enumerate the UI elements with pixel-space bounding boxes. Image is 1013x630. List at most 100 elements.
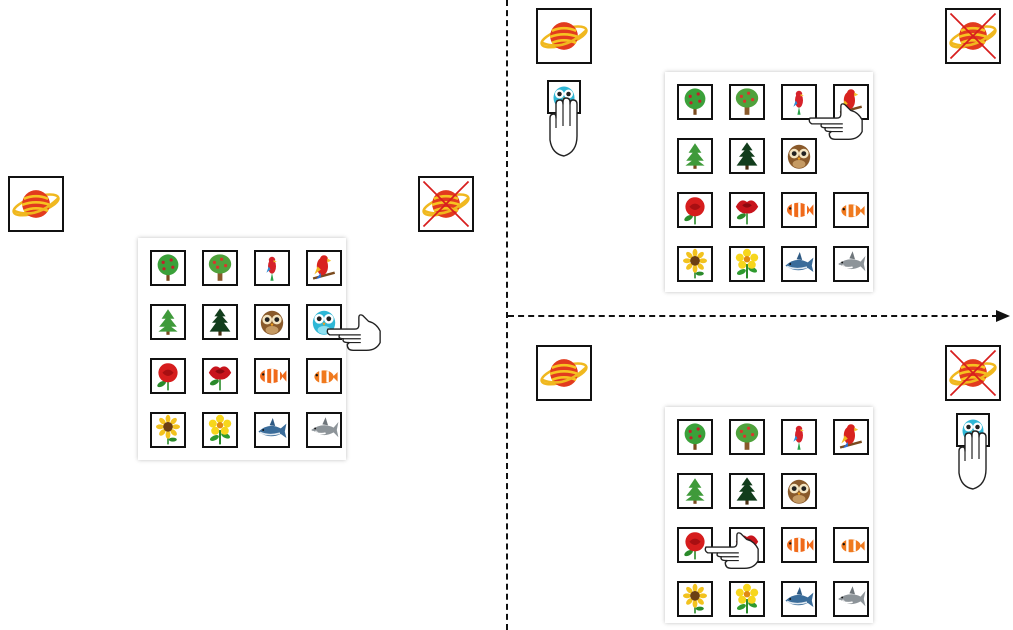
yellow-flower-icon <box>204 414 236 446</box>
arrow-head-icon <box>996 310 1010 322</box>
picture-tile[interactable] <box>781 419 817 455</box>
panel-step-left <box>0 0 506 630</box>
apple-tree-icon <box>731 86 763 118</box>
crossed-planet-card <box>945 345 1001 401</box>
picture-grid <box>665 72 873 292</box>
grey-shark-icon <box>835 248 867 280</box>
picture-tile[interactable] <box>677 419 713 455</box>
small-clownfish-icon <box>308 360 340 392</box>
picture-tile[interactable] <box>781 473 817 509</box>
grey-shark-icon <box>835 583 867 615</box>
apple-tree-icon <box>204 252 236 284</box>
horizontal-dashed-arrow <box>508 315 998 317</box>
blue-shark-icon <box>256 414 288 446</box>
small-clownfish-icon <box>835 194 867 226</box>
grey-shark-icon <box>308 414 340 446</box>
sunflower-icon <box>679 248 711 280</box>
picture-tile[interactable] <box>729 246 765 282</box>
red-rose-icon <box>152 360 184 392</box>
green-tree-icon <box>679 86 711 118</box>
picture-tile[interactable] <box>306 358 342 394</box>
picture-tile[interactable] <box>729 473 765 509</box>
picture-tile[interactable] <box>677 581 713 617</box>
sunflower-icon <box>679 583 711 615</box>
brown-owl-icon <box>783 475 815 507</box>
holding-hand-icon <box>544 96 584 160</box>
picture-tile[interactable] <box>254 250 290 286</box>
picture-tile[interactable] <box>833 192 869 228</box>
picture-tile[interactable] <box>677 246 713 282</box>
picture-tile[interactable] <box>781 192 817 228</box>
picture-tile[interactable] <box>677 527 713 563</box>
green-tree-icon <box>679 421 711 453</box>
green-pine-icon <box>679 140 711 172</box>
planet-icon <box>538 347 590 399</box>
dark-rose-icon <box>731 194 763 226</box>
planet-icon <box>10 178 62 230</box>
picture-tile[interactable] <box>781 84 817 120</box>
sunflower-icon <box>152 414 184 446</box>
picture-tile[interactable] <box>150 358 186 394</box>
picture-tile[interactable] <box>781 581 817 617</box>
picture-grid <box>665 407 873 623</box>
picture-tile[interactable] <box>202 304 238 340</box>
picture-tile[interactable] <box>150 412 186 448</box>
picture-tile[interactable] <box>677 473 713 509</box>
picture-tile[interactable] <box>781 138 817 174</box>
planet-card <box>8 176 64 232</box>
picture-tile[interactable] <box>781 527 817 563</box>
picture-tile[interactable] <box>254 358 290 394</box>
small-clownfish-icon <box>835 529 867 561</box>
dark-pine-icon <box>731 475 763 507</box>
crossed-planet-card <box>418 176 474 232</box>
picture-tile[interactable] <box>202 250 238 286</box>
dark-rose-icon <box>204 360 236 392</box>
striped-clownfish-icon <box>783 529 815 561</box>
blue-shark-icon <box>783 248 815 280</box>
crossed-planet-icon <box>947 347 999 399</box>
picture-tile[interactable] <box>202 358 238 394</box>
picture-tile[interactable] <box>729 419 765 455</box>
picture-tile[interactable] <box>833 419 869 455</box>
striped-clownfish-icon <box>256 360 288 392</box>
red-rose-icon <box>679 194 711 226</box>
picture-tile[interactable] <box>729 581 765 617</box>
green-pine-icon <box>152 306 184 338</box>
small-parrot-icon <box>783 421 815 453</box>
dark-pine-icon <box>204 306 236 338</box>
picture-tile[interactable] <box>150 304 186 340</box>
small-parrot-icon <box>256 252 288 284</box>
picture-tile[interactable] <box>729 138 765 174</box>
picture-tile[interactable] <box>677 84 713 120</box>
panel-step-bottom-right <box>508 317 1013 630</box>
picture-tile[interactable] <box>833 527 869 563</box>
planet-card <box>536 345 592 401</box>
yellow-flower-icon <box>731 583 763 615</box>
picture-tile[interactable] <box>202 412 238 448</box>
dark-pine-icon <box>731 140 763 172</box>
red-parrot-icon <box>308 252 340 284</box>
holding-hand-icon <box>953 429 993 493</box>
pointing-hand-icon <box>704 527 762 571</box>
picture-tile[interactable] <box>833 581 869 617</box>
picture-tile[interactable] <box>306 250 342 286</box>
picture-tile[interactable] <box>254 412 290 448</box>
planet-icon <box>538 10 590 62</box>
panel-step-top-right <box>508 0 1013 315</box>
picture-tile[interactable] <box>150 250 186 286</box>
picture-tile[interactable] <box>833 246 869 282</box>
picture-tile[interactable] <box>254 304 290 340</box>
red-parrot-icon <box>835 421 867 453</box>
blue-shark-icon <box>783 583 815 615</box>
picture-tile[interactable] <box>677 192 713 228</box>
picture-tile[interactable] <box>677 138 713 174</box>
picture-tile[interactable] <box>781 246 817 282</box>
picture-tile[interactable] <box>729 84 765 120</box>
brown-owl-icon <box>783 140 815 172</box>
green-tree-icon <box>152 252 184 284</box>
vertical-dashed-divider <box>506 0 508 630</box>
picture-tile[interactable] <box>729 192 765 228</box>
pointing-hand-icon <box>808 98 866 142</box>
pointing-hand-icon <box>326 309 384 353</box>
picture-tile[interactable] <box>306 412 342 448</box>
